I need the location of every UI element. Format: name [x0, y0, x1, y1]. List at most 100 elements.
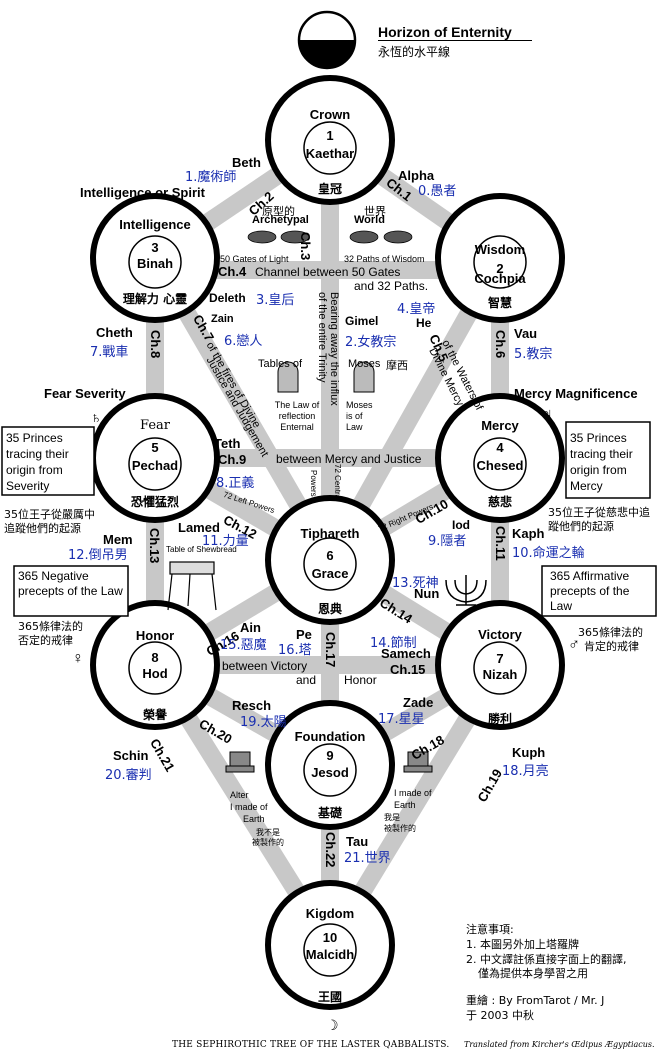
tarot-alpha: 0.愚者: [418, 184, 457, 199]
node-victory: [435, 600, 565, 730]
world-cjk: 世界: [364, 205, 386, 218]
victory-number: 7: [496, 651, 504, 666]
between-mercy-justice: between Mercy and Justice: [276, 452, 422, 466]
node-mercy: [435, 393, 565, 523]
altar-icon: [225, 751, 433, 773]
intelligence-name: Intelligence: [119, 217, 191, 232]
left-princes-text: 35 Princes tracing their origin from Sev…: [6, 431, 69, 493]
tiphareth-cjk: 恩典: [317, 602, 342, 616]
between-victory: between Victory: [222, 659, 308, 673]
channel-label-3: Ch.3: [298, 232, 313, 261]
fear-name: Fear: [140, 418, 170, 433]
mercy-number: 4: [496, 440, 504, 455]
left-princes-cjk: 35位王子從嚴厲中追蹤他們的起源: [4, 508, 95, 535]
meaning-cjk-l2: 被製作的: [252, 838, 284, 847]
tarot-iod: 9.隱者: [428, 534, 467, 549]
letter-nun: Nun: [414, 586, 440, 601]
gates-label: 50 Gates of Light: [220, 254, 289, 264]
honor-number: 8: [151, 650, 159, 665]
letter-alpha: Alpha: [398, 168, 435, 183]
world-label: World: [354, 214, 385, 226]
notes-credit: 重繪 : By FromTarot / Mr. J: [466, 994, 605, 1007]
tarot-pe: 16.塔: [278, 643, 312, 658]
fear-severity-label: Fear Severity: [44, 386, 126, 401]
tarot-schin: 20.審判: [105, 768, 152, 783]
intelligence-cjk: 理解力 心靈: [122, 292, 188, 306]
letter-kaph: Kaph: [512, 526, 545, 541]
fear-number: 5: [151, 440, 159, 455]
letter-schin: Schin: [113, 748, 149, 763]
kingdom-name: Kigdom: [305, 906, 355, 921]
intelligence-spirit-label: Intelligence or Spirit: [80, 185, 205, 200]
tiphareth-number: 6: [326, 548, 334, 563]
crown-hebrew: Kaethar: [305, 146, 355, 161]
tarot-teth: 8.正義: [216, 476, 255, 491]
tarot-zade: 17.星星: [378, 712, 425, 727]
notes-date: 于 2003 中秋: [466, 1009, 534, 1022]
tarot-tau: 21.世界: [344, 851, 391, 866]
tarot-temperance: 14.節制: [370, 636, 417, 651]
law-reflection-label: The Law of reflection Enternal: [274, 400, 320, 432]
node-wisdom: [435, 193, 565, 323]
honor-cjk: 榮譽: [142, 708, 167, 722]
letter-ain: Ain: [240, 620, 261, 635]
tiphareth-hebrew: Grace: [311, 566, 349, 581]
tarot-ain: 15.惡魔: [220, 638, 267, 653]
moses-label: Moses: [348, 358, 381, 370]
shewbread-table-icon: [167, 561, 217, 611]
node-intelligence: [90, 193, 220, 323]
mercy-name: Mercy: [481, 418, 519, 433]
negative-frame: [13, 565, 129, 617]
kingdom-cjk: 王國: [317, 990, 342, 1004]
fear-hebrew: Pechad: [131, 458, 179, 473]
left-princes-frame: [1, 426, 95, 496]
letter-resch: Resch: [232, 698, 272, 713]
letter-lamed: Lamed: [178, 520, 220, 535]
channel-label-11: Ch.11: [493, 526, 508, 561]
tarot-lamed: 11.力量: [202, 534, 249, 549]
node-crown: [265, 75, 395, 205]
crown-name: Crown: [309, 107, 351, 122]
affirmative-cjk-2: 肯定的戒律: [584, 640, 639, 653]
horizon-icon: [297, 10, 357, 70]
letter-pe: Pe: [296, 627, 312, 642]
menorah-icon: [445, 575, 487, 606]
foundation-number: 9: [326, 748, 334, 763]
sephiroth-nodes: [90, 75, 565, 1010]
tables-of-label: Tables of: [258, 358, 303, 370]
negative-cjk-2: 否定的戒律: [18, 634, 73, 647]
tarot-vau: 5.教宗: [514, 347, 553, 362]
channel-label-15: Ch.15: [390, 662, 426, 677]
meaning-cjk-l: 我不是: [256, 828, 280, 837]
made-of-label: I made of: [230, 802, 268, 812]
letter-gimel: Gimel: [345, 314, 379, 328]
letter-iod: Iod: [452, 518, 470, 532]
node-fear: [90, 393, 220, 523]
affirmative-frame: [541, 565, 657, 617]
tarot-beth: 1.魔術師: [185, 170, 237, 185]
channel-label-22: Ch.22: [323, 832, 338, 868]
victory-name: Victory: [478, 627, 522, 642]
letter-samech: Samech: [381, 646, 431, 661]
victory-cjk: 勝利: [487, 712, 512, 726]
tarot-zain: 6.戀人: [224, 334, 263, 349]
moon-icon: ☽: [326, 1017, 339, 1033]
tarot-kaph: 10.命運之輪: [512, 546, 585, 561]
right-princes-text: 35 Princes tracing their origin from Mer…: [570, 431, 633, 493]
central-label: 72 Central: [333, 464, 342, 501]
letter-he: He: [416, 316, 432, 330]
powers-label: Powers: [309, 470, 318, 497]
fear-cjk: 恐懼猛烈: [130, 495, 179, 509]
tarot-death: 13.死神: [392, 576, 439, 591]
mercy-magnificence-label: Mercy Magnificence: [514, 386, 638, 401]
notes-title: 注意事項:: [466, 923, 514, 936]
earth-label: Earth: [243, 814, 265, 824]
negative-cjk-1: 365條律法的: [18, 620, 83, 633]
earth-label-2: Earth: [394, 800, 416, 810]
channel-label-13: Ch.13: [147, 528, 162, 564]
notes-item1: 1. 本圖另外加上塔羅牌: [466, 938, 579, 951]
kingdom-hebrew: Malcidh: [305, 947, 355, 962]
letter-kuph: Kuph: [512, 745, 546, 760]
tarot-deleth: 3.皇后: [256, 293, 295, 308]
